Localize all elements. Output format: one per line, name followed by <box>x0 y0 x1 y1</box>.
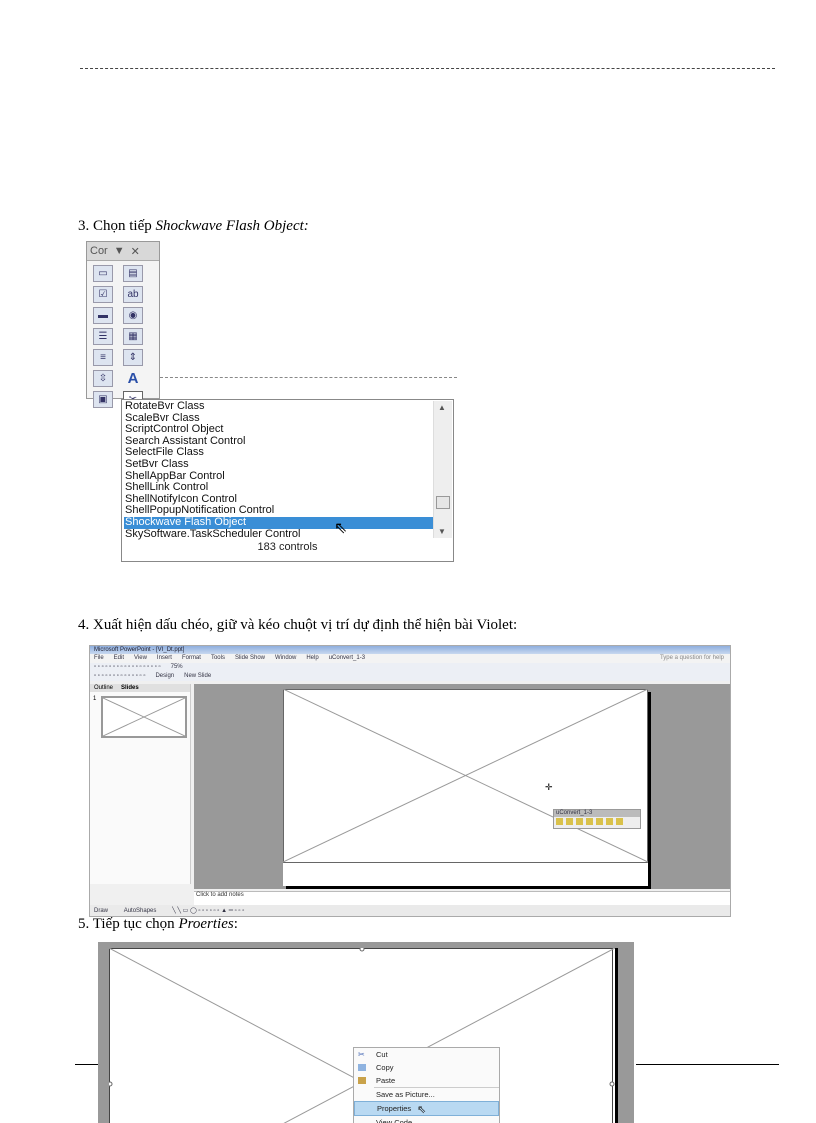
toggle-icon[interactable]: ⇳ <box>93 370 113 387</box>
help-search-box[interactable]: Type a question for help <box>659 655 724 661</box>
placeholder-cross-icon <box>102 697 186 737</box>
menu-view[interactable]: View <box>134 655 147 661</box>
scrollbar-icon[interactable]: ≡ <box>93 349 113 366</box>
list-item[interactable]: ScriptControl Object <box>125 423 224 436</box>
format-icons[interactable]: ▫ ▫ ▫ ▫ ▫ ▫ ▫ ▫ ▫ ▫ ▫ ▫ ▫ ▫ <box>94 673 146 679</box>
textbox-icon[interactable]: ab <box>123 286 143 303</box>
image-icon[interactable]: ▤ <box>123 265 143 282</box>
list-item[interactable]: ShellAppBar Control <box>125 469 225 482</box>
menu-item-paste[interactable]: Paste <box>354 1074 499 1087</box>
ppt-title-bar: Microsoft PowerPoint - [VI_Dt.ppt] <box>90 646 730 654</box>
close-icon[interactable]: ✕ <box>130 245 140 258</box>
menu-item-properties[interactable]: Properties⇖ <box>354 1101 499 1116</box>
ppt-menu-bar: File Edit View Insert Format Tools Slide… <box>90 654 730 663</box>
menu-separator <box>374 1087 499 1088</box>
slide-number: 1 <box>93 696 97 702</box>
ppt-standard-toolbar: ▫ ▫ ▫ ▫ ▫ ▫ ▫ ▫ ▫ ▫ ▫ ▫ ▫ ▫ ▫ ▫ ▫ ▫ 75% <box>90 663 730 672</box>
menu-format[interactable]: Format <box>181 655 201 661</box>
combobox-icon[interactable]: ▦ <box>123 328 143 345</box>
drawing-icons[interactable]: ╲ ╲ ▭ ◯ ▫ ▫ ▫ ▫ ▫ ▫ ▲ ═ ▫ ▫ ▫ <box>172 908 245 914</box>
list-item[interactable]: SetBvr Class <box>125 457 189 470</box>
controls-toolbox: Cor ▼ ✕ ▭ ▤ ☑ ab ▬ ◉ ☰ ▦ ≡ ⇕ ⇳ A ▣ ✂ <box>86 241 160 408</box>
scissors-icon: ✂ <box>358 1050 365 1059</box>
uconvert-toolbar[interactable]: uConvert_1-3 <box>553 809 641 829</box>
crosshair-cursor-icon: ✛ <box>545 782 553 792</box>
menu-edit[interactable]: Edit <box>113 655 125 661</box>
drawing-toolbar: Draw AutoShapes ╲ ╲ ▭ ◯ ▫ ▫ ▫ ▫ ▫ ▫ ▲ ═ … <box>90 905 730 916</box>
slide[interactable]: uConvert_1-3 ✛ <box>283 689 648 886</box>
footer-rule-right <box>636 1064 779 1065</box>
slides-panel: Outline Slides 1 <box>90 684 191 884</box>
list-item[interactable]: SelectFile Class <box>125 446 204 459</box>
option-button-icon[interactable]: ◉ <box>123 307 143 324</box>
image-control-icon[interactable]: ▣ <box>93 391 113 408</box>
slide-thumbnail[interactable] <box>101 696 187 738</box>
menu-insert[interactable]: Insert <box>156 655 172 661</box>
menu-uconvert[interactable]: uConvert_1-3 <box>328 655 366 661</box>
list-item[interactable]: SkySoftware.TaskScheduler Control <box>125 527 301 540</box>
checkbox-icon[interactable]: ☑ <box>93 286 113 303</box>
list-item[interactable]: ShellNotifyIcon Control <box>125 492 237 505</box>
scroll-thumb[interactable] <box>436 496 450 509</box>
menu-item-save-as-picture[interactable]: Save as Picture... <box>376 1090 435 1099</box>
slide-canvas: uConvert_1-3 ✛ <box>194 684 730 889</box>
flash-object-placeholder[interactable]: ✂Cut Copy Paste Save as Picture... Prope… <box>109 948 618 1123</box>
list-item-selected[interactable]: Shockwave Flash Object <box>124 516 434 529</box>
tab-outline[interactable]: Outline <box>94 685 114 691</box>
menu-tools[interactable]: Tools <box>210 655 225 661</box>
context-menu: ✂Cut Copy Paste Save as Picture... Prope… <box>353 1047 500 1123</box>
mouse-cursor-icon: ⇖ <box>417 1104 427 1116</box>
activex-controls-list[interactable]: RotateBvr Class ScaleBvr Class ScriptCon… <box>121 399 454 562</box>
step-4-text: 4. Xuất hiện dấu chéo, giữ và kéo chuột … <box>78 617 518 633</box>
powerpoint-window-screenshot: Microsoft PowerPoint - [VI_Dt.ppt] File … <box>89 645 731 917</box>
menu-item-view-code[interactable]: View Code <box>376 1118 413 1123</box>
list-item[interactable]: RotateBvr Class <box>125 400 205 412</box>
step-5-text: 5. Tiếp tục chọn Proerties: <box>78 916 238 932</box>
menu-file[interactable]: File <box>94 655 104 661</box>
paste-icon <box>358 1077 366 1084</box>
listbox-icon[interactable]: ☰ <box>93 328 113 345</box>
controls-count: 183 controls <box>257 541 318 553</box>
menu-item-cut[interactable]: ✂Cut <box>358 1050 388 1059</box>
placement-guide <box>160 377 457 378</box>
scroll-down-icon[interactable]: ▼ <box>438 527 446 536</box>
properties-screenshot: ✂Cut Copy Paste Save as Picture... Prope… <box>98 942 634 1123</box>
scroll-up-icon[interactable]: ▲ <box>438 403 446 412</box>
drawn-control-cross <box>283 689 648 863</box>
draw-menu[interactable]: Draw <box>94 908 109 914</box>
ppt-formatting-toolbar: ▫ ▫ ▫ ▫ ▫ ▫ ▫ ▫ ▫ ▫ ▫ ▫ ▫ ▫ Design New S… <box>90 672 730 681</box>
copy-icon <box>358 1064 366 1071</box>
dropdown-arrow-icon[interactable]: ▼ <box>113 245 125 257</box>
design-button[interactable]: Design <box>155 673 175 679</box>
list-item[interactable]: Search Assistant Control <box>125 434 246 447</box>
mouse-cursor-icon: ⇖ <box>334 520 348 537</box>
step-3-text: 3. Chọn tiếp Shockwave Flash Object: <box>78 218 309 234</box>
command-button-icon[interactable]: ▬ <box>93 307 113 324</box>
menu-item-copy[interactable]: Copy <box>354 1061 499 1074</box>
list-item[interactable]: ShellLink Control <box>125 481 209 494</box>
spin-button-icon[interactable]: ⇕ <box>123 349 143 366</box>
toolbox-title-bar[interactable]: Cor ▼ ✕ <box>87 242 159 261</box>
toolbar-icons[interactable]: ▫ ▫ ▫ ▫ ▫ ▫ ▫ ▫ ▫ ▫ ▫ ▫ ▫ ▫ ▫ ▫ ▫ ▫ <box>94 664 161 670</box>
menu-help[interactable]: Help <box>306 655 319 661</box>
label-a-icon[interactable]: A <box>127 370 139 387</box>
menu-window[interactable]: Window <box>275 655 297 661</box>
header-divider <box>80 68 775 69</box>
list-item[interactable]: ShellPopupNotification Control <box>125 504 275 517</box>
toolbox-title: Cor <box>90 245 108 257</box>
tab-slides[interactable]: Slides <box>121 685 139 691</box>
footer-rule-left <box>75 1064 99 1065</box>
list-item[interactable]: ScaleBvr Class <box>125 411 200 424</box>
autoshapes-menu[interactable]: AutoShapes <box>123 908 157 914</box>
new-slide-button[interactable]: New Slide <box>184 673 212 679</box>
label-icon[interactable]: ▭ <box>93 265 113 282</box>
menu-slide-show[interactable]: Slide Show <box>234 655 265 661</box>
list-scrollbar[interactable]: ▲ ▼ <box>433 401 452 538</box>
zoom-select[interactable]: 75% <box>170 664 183 670</box>
notes-pane[interactable]: Click to add notes <box>194 891 730 906</box>
